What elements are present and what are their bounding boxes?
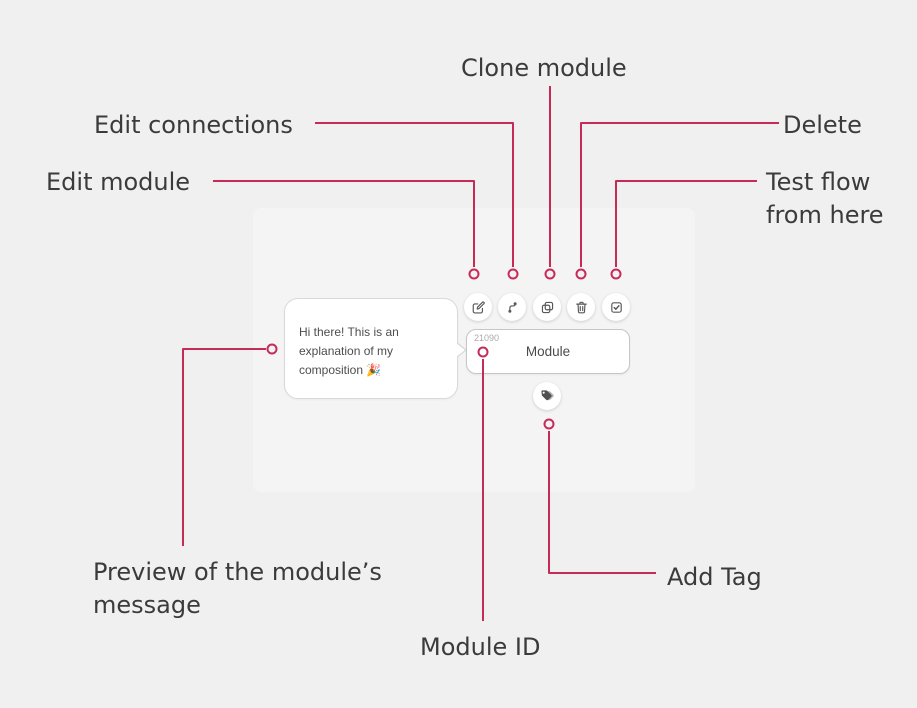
label-add-tag: Add Tag xyxy=(667,563,762,591)
module-node[interactable]: 21090 Module xyxy=(466,329,630,374)
label-test-flow: Test flow from here xyxy=(766,168,884,229)
preview-message-text: Hi there! This is an explanation of my c… xyxy=(299,325,399,377)
label-edit-module: Edit module xyxy=(46,168,191,196)
checkbox-icon xyxy=(610,301,622,313)
trash-icon xyxy=(575,301,587,313)
module-id-value: 21090 xyxy=(474,333,500,343)
edit-connections-button[interactable] xyxy=(498,293,526,321)
clone-module-button[interactable] xyxy=(533,293,561,321)
branch-icon xyxy=(507,301,517,313)
edit-module-button[interactable] xyxy=(464,293,492,321)
module-name: Module xyxy=(525,344,571,359)
copy-icon xyxy=(541,301,553,313)
delete-button[interactable] xyxy=(567,293,595,321)
label-preview: Preview of the module’s message xyxy=(93,558,382,619)
message-preview-bubble: Hi there! This is an explanation of my c… xyxy=(284,298,467,399)
label-edit-connections: Edit connections xyxy=(94,111,293,139)
tag-icon xyxy=(541,390,554,401)
test-flow-button[interactable] xyxy=(602,293,630,321)
label-clone-module: Clone module xyxy=(461,54,627,82)
label-module-id: Module ID xyxy=(420,633,541,661)
label-delete: Delete xyxy=(783,111,862,139)
add-tag-button[interactable] xyxy=(533,382,561,410)
edit-icon xyxy=(472,300,485,314)
